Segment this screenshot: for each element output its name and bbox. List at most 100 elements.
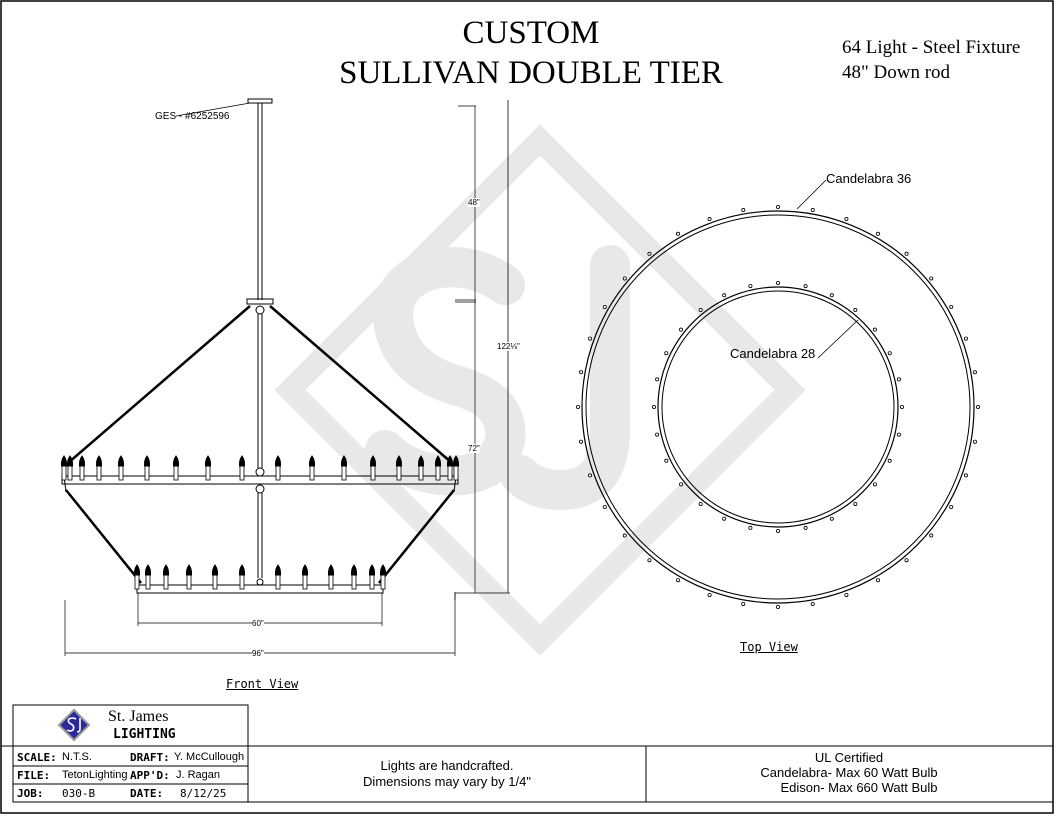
bulb-marker <box>844 217 849 222</box>
bulb-marker <box>664 351 669 356</box>
company-name: St. James <box>108 708 169 725</box>
bulb-marker <box>655 377 660 382</box>
cert-line-1: UL Certified <box>814 750 884 765</box>
bulb-marker <box>963 336 968 341</box>
lower-ring <box>136 584 384 594</box>
scale-label: SCALE: <box>17 751 57 764</box>
bulb-marker <box>929 276 934 281</box>
bulb-marker <box>810 208 815 213</box>
bulb-marker <box>853 501 858 506</box>
hub <box>246 298 274 305</box>
bulb-marker <box>722 516 727 521</box>
title-line-2: SULLIVAN DOUBLE TIER <box>339 55 723 91</box>
bulb-marker <box>741 601 746 606</box>
candle <box>452 455 460 481</box>
candle <box>350 564 358 590</box>
bulb-marker <box>748 284 753 289</box>
top-view-drawing <box>576 179 981 610</box>
bulb-marker <box>803 284 808 289</box>
job-value: 030-B <box>62 787 96 800</box>
watermark-logo <box>274 124 806 656</box>
candle <box>117 455 125 481</box>
bulb-marker <box>676 578 681 583</box>
draft-value: Y. McCullough <box>174 751 245 763</box>
appd-value: J. Ragan <box>176 769 221 781</box>
leader-line <box>796 179 827 210</box>
title-block-grid <box>1 704 1053 803</box>
candle <box>238 455 246 481</box>
bulb-marker <box>579 370 584 375</box>
bulb-marker <box>664 458 669 463</box>
bulb-marker <box>741 208 746 213</box>
candle <box>204 455 212 481</box>
inner-ring <box>657 286 899 528</box>
candle <box>446 455 454 481</box>
draft-label: DRAFT: <box>130 751 170 764</box>
candle <box>395 455 403 481</box>
candle <box>143 455 151 481</box>
front-view-label: Front View <box>226 677 299 691</box>
title-line-1: CUSTOM <box>462 15 600 51</box>
bulb-marker <box>810 601 815 606</box>
top-view-label: Top View <box>740 640 798 654</box>
bulb-marker <box>963 473 968 478</box>
bulb-marker <box>647 558 652 563</box>
bulb-marker <box>900 404 905 409</box>
cert-line-3: Edison- Max 660 Watt Bulb <box>780 780 938 795</box>
bulb-marker <box>698 308 703 313</box>
bulb-marker <box>776 280 781 285</box>
bulb-marker <box>876 578 881 583</box>
bulb-marker <box>872 327 877 332</box>
bulb-marker <box>652 404 657 409</box>
candle <box>340 455 348 481</box>
bulb-marker <box>829 516 834 521</box>
bulb-marker <box>949 304 954 309</box>
bulb-marker <box>872 482 877 487</box>
bulb-marker <box>949 504 954 509</box>
bulb-marker <box>676 231 681 236</box>
bulb-marker <box>776 204 781 209</box>
canopy <box>247 98 273 104</box>
front-view-drawing <box>60 98 510 656</box>
bulb-marker <box>853 308 858 313</box>
bulb-marker <box>844 592 849 597</box>
leader-line <box>817 319 859 359</box>
dim-lower-width: 60" <box>252 619 264 628</box>
candle <box>379 564 387 590</box>
bulb-marker <box>622 533 627 538</box>
bulb-marker <box>887 351 892 356</box>
inner-ring-label: Candelabra 28 <box>730 346 816 361</box>
bulb-marker <box>602 504 607 509</box>
candle <box>60 455 68 481</box>
company-subtitle: LIGHTING <box>113 727 176 742</box>
spec-line-2: 48" Down rod <box>842 62 951 83</box>
candle <box>162 564 170 590</box>
bulb-marker <box>588 336 593 341</box>
candle <box>211 564 219 590</box>
candle <box>368 564 376 590</box>
dim-body: 72" <box>468 444 480 453</box>
bulb-marker <box>588 473 593 478</box>
bulb-marker <box>579 439 584 444</box>
bulb-marker <box>679 482 684 487</box>
scale-value: N.T.S. <box>62 751 92 763</box>
appd-label: APP'D: <box>130 769 170 782</box>
bulb-marker <box>698 501 703 506</box>
leader-line <box>175 102 251 117</box>
date-value: 8/12/25 <box>180 787 227 800</box>
candle <box>185 564 193 590</box>
bulb-marker <box>972 439 977 444</box>
job-label: JOB: <box>17 787 44 800</box>
note-line-2: Dimensions may vary by 1/4" <box>363 774 531 789</box>
bulb-marker <box>776 529 781 534</box>
part-number: GES - #6252596 <box>155 111 230 122</box>
outer-ring <box>581 210 975 604</box>
bulb-marker <box>576 404 581 409</box>
bulb-marker <box>896 377 901 382</box>
bulb-marker <box>876 231 881 236</box>
bulb-marker <box>887 458 892 463</box>
bulb-marker <box>679 327 684 332</box>
bulb-marker <box>904 251 909 256</box>
